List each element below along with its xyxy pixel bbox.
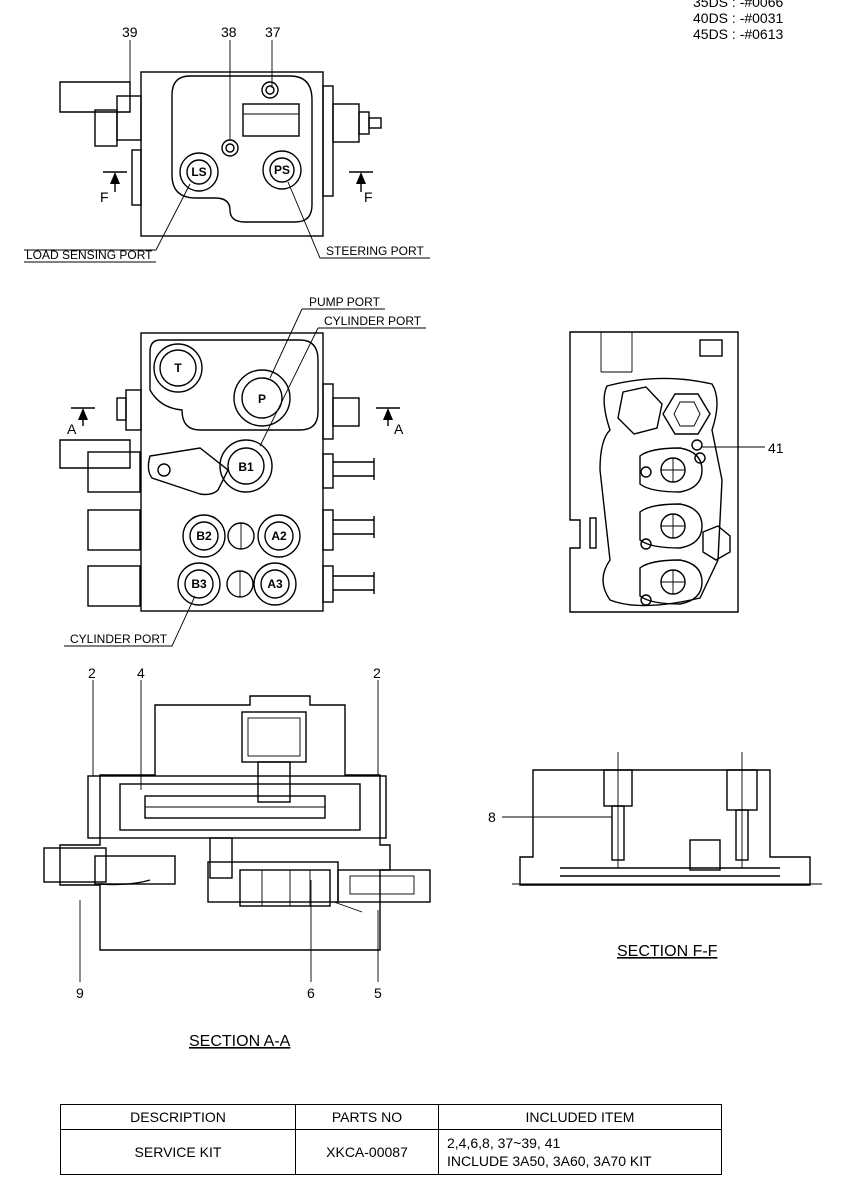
port-code-a2: A2 <box>271 529 287 543</box>
parts-table: DESCRIPTION PARTS NO INCLUDED ITEM SERVI… <box>60 1104 722 1175</box>
serial-note: 40DS : -#0031 <box>693 10 784 26</box>
callout-38: 38 <box>221 24 237 40</box>
parts-table-header: DESCRIPTION PARTS NO INCLUDED ITEM <box>60 1104 722 1130</box>
label-cylinder-port-bottom: CYLINDER PORT <box>70 632 168 646</box>
serial-notes: 35DS : -#0066 40DS : -#0031 45DS : -#061… <box>693 0 783 42</box>
port-code-b2: B2 <box>196 529 212 543</box>
callout-6: 6 <box>307 985 315 1001</box>
port-code-t: T <box>174 361 182 375</box>
label-pump-port: PUMP PORT <box>309 295 381 309</box>
port-code-p: P <box>258 392 266 406</box>
serial-note: 45DS : -#0613 <box>693 26 784 42</box>
included-line: INCLUDE 3A50, 3A60, 3A70 KIT <box>447 1153 652 1169</box>
callout-2-left: 2 <box>88 665 96 681</box>
included-line: 2,4,6,8, 37~39, 41 <box>447 1135 561 1151</box>
callout-41: 41 <box>768 440 784 456</box>
label-load-sensing-port: LOAD SENSING PORT <box>26 248 153 262</box>
cell-description: SERVICE KIT <box>60 1129 296 1175</box>
table-row: SERVICE KIT XKCA-00087 2,4,6,8, 37~39, 4… <box>60 1129 722 1175</box>
label-steering-port: STEERING PORT <box>326 244 424 258</box>
callout-9: 9 <box>76 985 84 1001</box>
callout-39: 39 <box>122 24 138 40</box>
section-a-a: 2 4 2 9 6 5 SECTION A-A <box>43 665 431 1050</box>
section-title-f-f: SECTION F-F <box>617 943 718 960</box>
callout-8: 8 <box>488 809 496 825</box>
cell-parts-no: XKCA-00087 <box>295 1129 439 1175</box>
section-title-a-a: SECTION A-A <box>189 1033 291 1050</box>
cell-included-item: 2,4,6,8, 37~39, 41 INCLUDE 3A50, 3A60, 3… <box>438 1129 722 1175</box>
header-included-item: INCLUDED ITEM <box>438 1104 722 1130</box>
section-marker-a-right: A <box>394 421 404 437</box>
callout-37: 37 <box>265 24 281 40</box>
front-view: PUMP PORT CYLINDER PORT T P B1 <box>59 295 426 647</box>
callout-5: 5 <box>374 985 382 1001</box>
section-marker-f-left: F <box>100 189 109 205</box>
port-code-a3: A3 <box>267 577 283 591</box>
callout-2-right: 2 <box>373 665 381 681</box>
port-code-ps: PS <box>274 163 290 177</box>
header-description: DESCRIPTION <box>60 1104 296 1130</box>
valve-drawing: 39 38 37 LS PS F F <box>24 24 822 1050</box>
section-marker-a-left: A <box>67 421 77 437</box>
port-code-ls: LS <box>191 165 206 179</box>
port-code-b3: B3 <box>191 577 207 591</box>
label-cylinder-port-top: CYLINDER PORT <box>324 314 422 328</box>
top-view: 39 38 37 LS PS F F <box>24 24 430 263</box>
serial-note: 35DS : -#0066 <box>693 0 784 10</box>
section-f-f: 8 SECTION F-F <box>488 752 822 960</box>
callout-4: 4 <box>137 665 145 681</box>
side-view: 41 <box>569 331 784 613</box>
header-parts-no: PARTS NO <box>295 1104 439 1130</box>
section-marker-f-right: F <box>364 189 373 205</box>
port-code-b1: B1 <box>238 460 254 474</box>
